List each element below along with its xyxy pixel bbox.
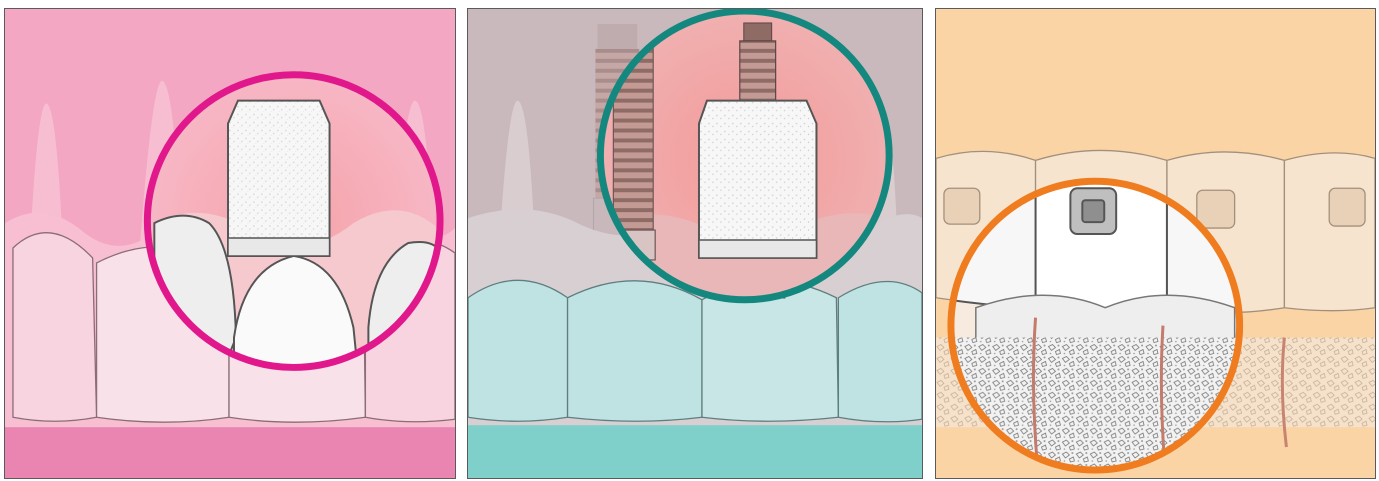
bone-graft-block-illustration [5,9,455,478]
bracket [1070,188,1116,234]
orthodontic-bone-graft-illustration [936,9,1375,478]
bone-block [699,101,816,258]
orthodontic-bone-graft-panel [935,8,1376,479]
bone-block [228,101,330,256]
implant-bone-graft-panel [467,8,923,479]
bone-graft-block-panel [4,8,456,479]
implant-bone-graft-illustration [468,9,922,478]
